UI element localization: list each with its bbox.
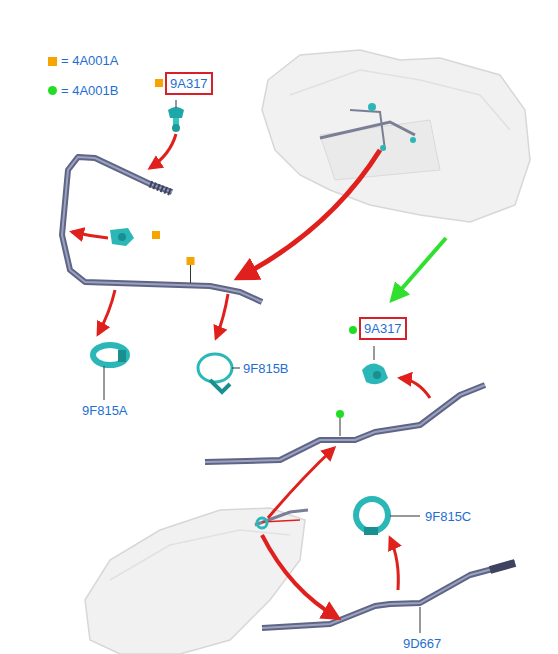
legend-text: = 4A001A — [61, 53, 118, 68]
fuel-pipe — [205, 385, 485, 462]
fuel-tank — [85, 508, 305, 654]
part-number: 9F815C — [425, 509, 471, 524]
part-number: 9A317 — [364, 321, 402, 336]
retaining-clip — [362, 363, 388, 384]
part-number-box: 9A317 — [165, 72, 213, 95]
part-number: 9D667 — [403, 636, 441, 651]
part-number: 9A317 — [170, 76, 208, 91]
legend-text: = 4A001B — [61, 83, 118, 98]
retaining-clip — [110, 228, 134, 246]
hose-clamp — [198, 354, 232, 392]
fuel-pipe — [62, 157, 262, 302]
part-number: 9F815A — [82, 403, 128, 418]
hose-clamp — [356, 499, 388, 535]
retaining-clip — [168, 107, 184, 132]
pointer-arrow — [392, 238, 446, 300]
legend-swatch — [48, 86, 57, 95]
hose-clamp — [93, 345, 127, 365]
part-number: 9F815B — [243, 361, 289, 376]
legend-swatch — [48, 57, 57, 66]
part-number-box: 9A317 — [359, 317, 407, 340]
pointer-arrows — [72, 134, 430, 618]
fuel-pipe — [262, 563, 515, 628]
fuel-tank — [262, 50, 530, 222]
